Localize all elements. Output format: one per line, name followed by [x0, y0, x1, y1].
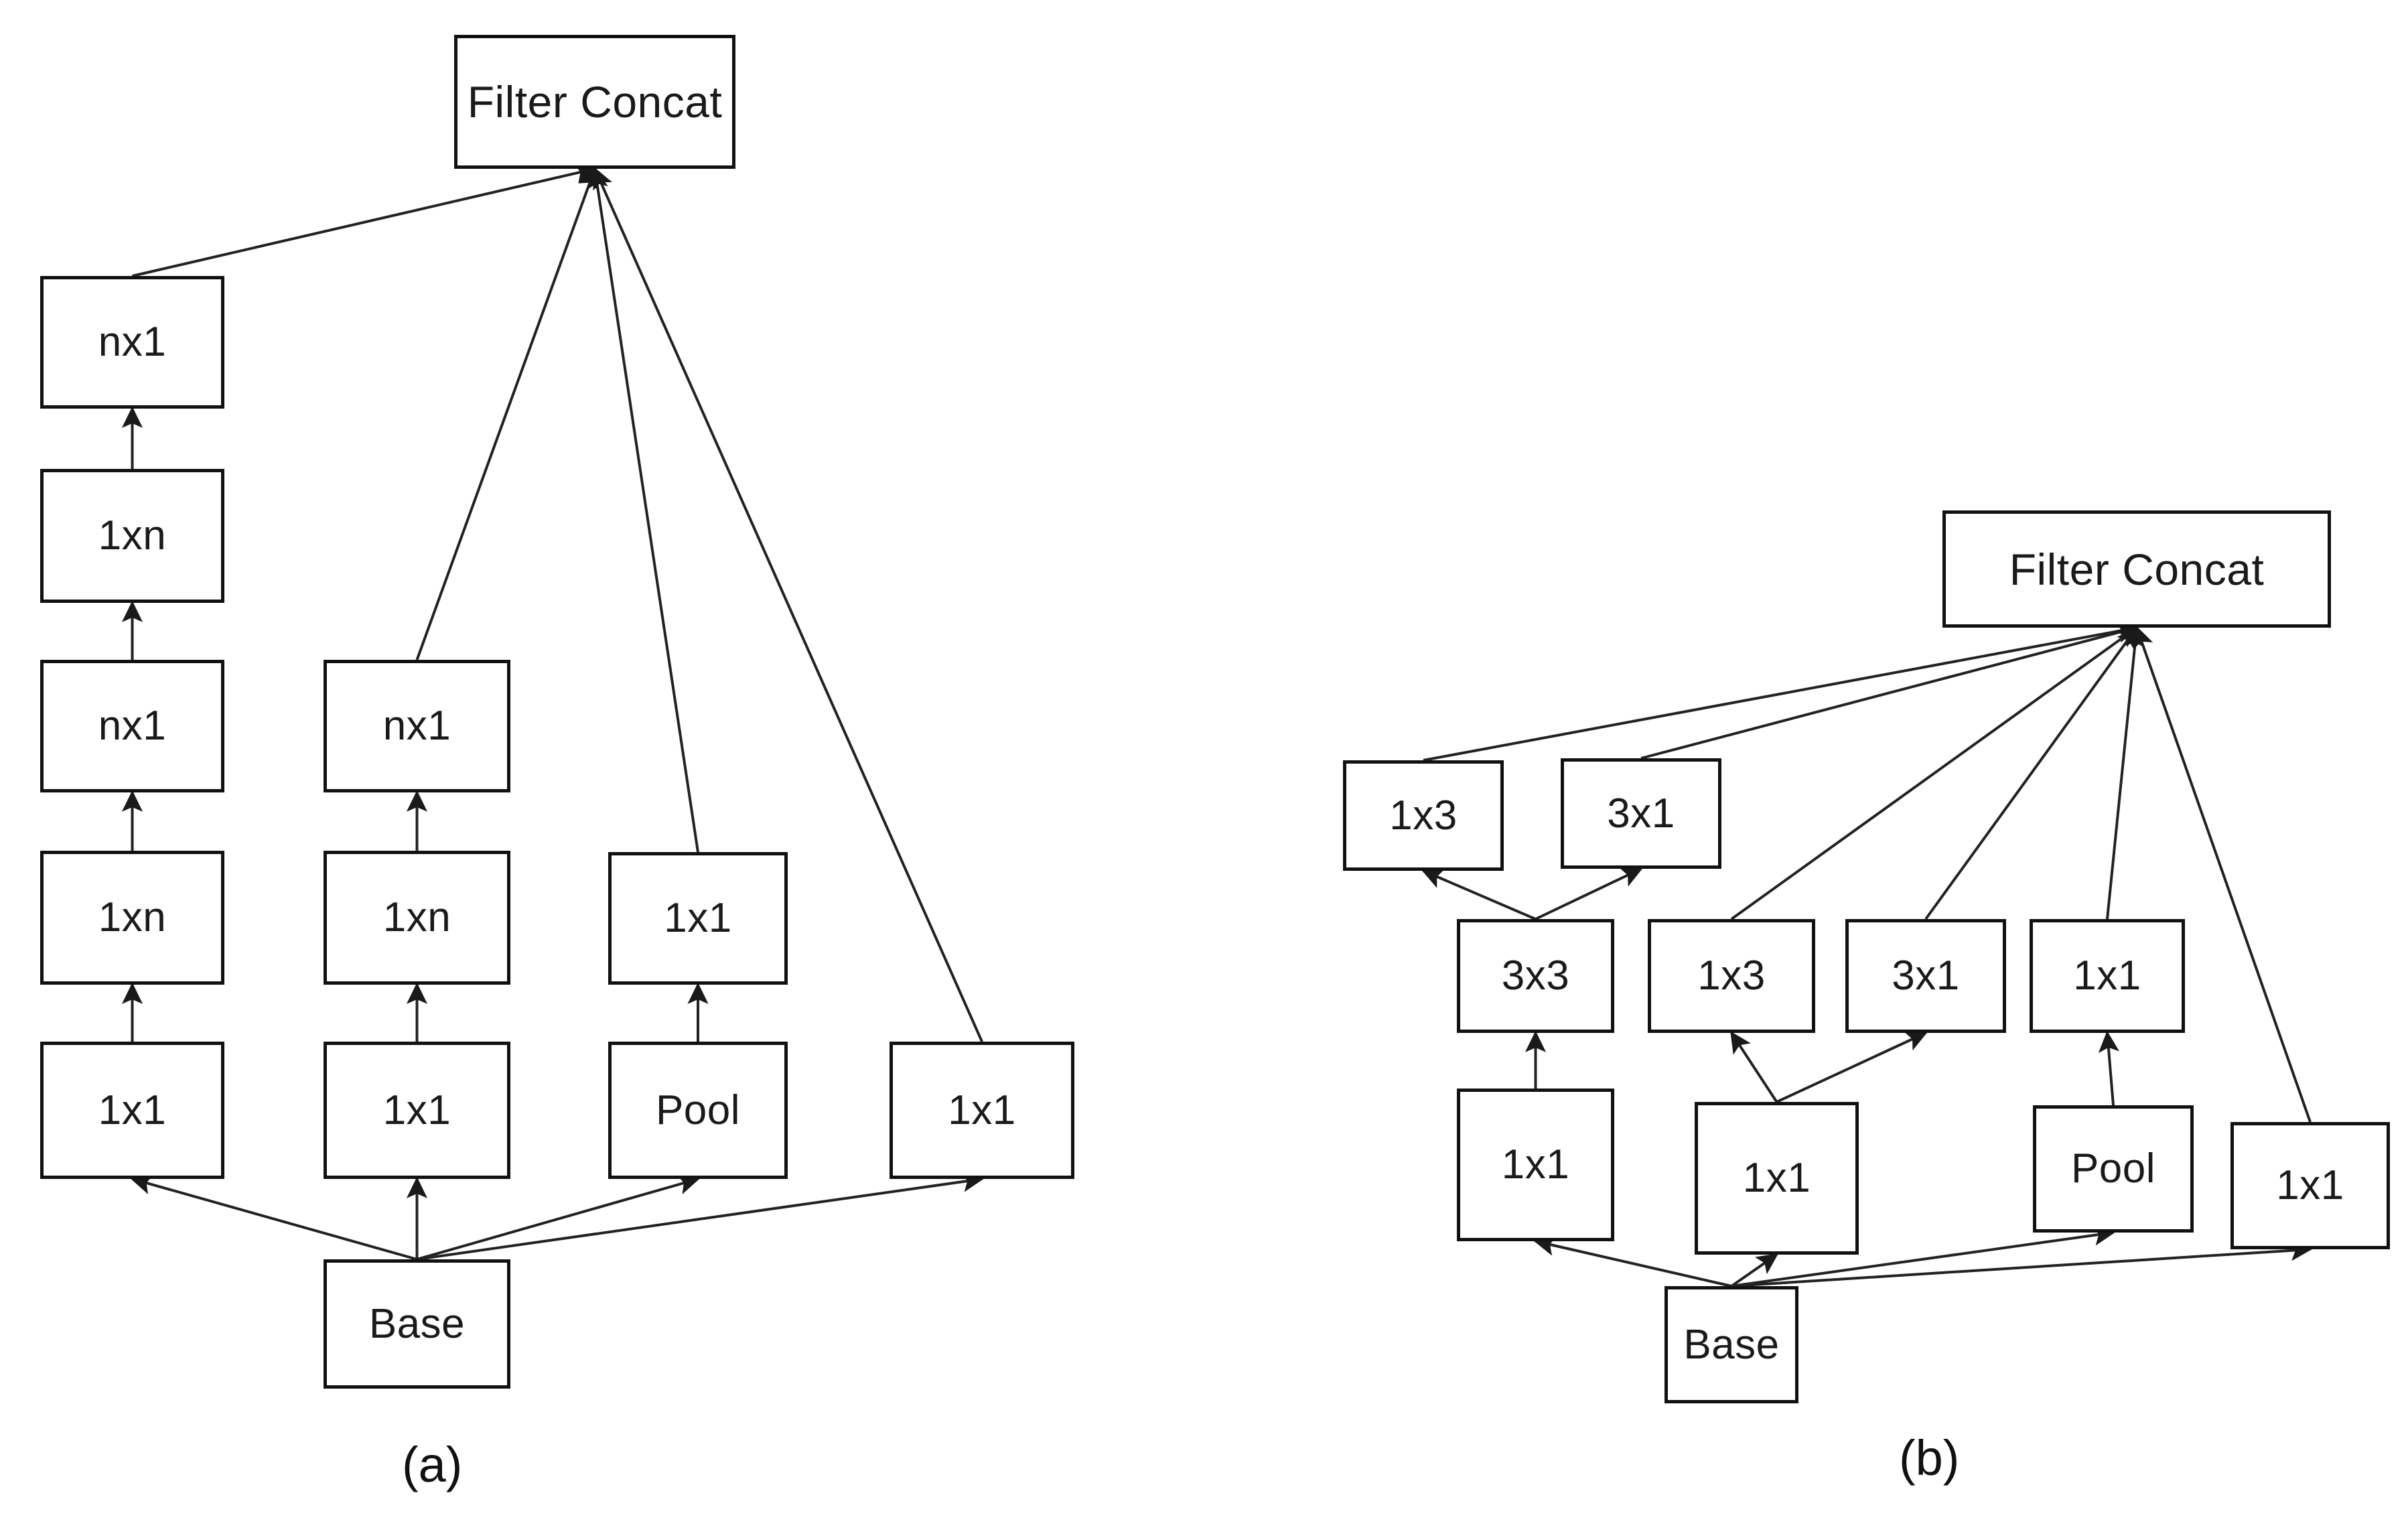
node-label: 1xn [98, 512, 167, 559]
node-b-3x3[interactable]: 3x3 [1457, 919, 1614, 1033]
node-a-nx1-top[interactable]: nx1 [40, 276, 224, 409]
node-label: 1x1 [382, 1087, 451, 1133]
node-label: 1x3 [1389, 792, 1458, 839]
node-label: 1xn [98, 894, 167, 940]
node-label: 1x1 [1742, 1155, 1811, 1201]
node-b-concat[interactable]: Filter Concat [1942, 510, 2331, 628]
edge-b-1x1-b-to-b-1x3-mid [1730, 1031, 1778, 1103]
node-a-nx1-mid[interactable]: nx1 [40, 660, 224, 792]
edge-a-nx1-top-to-a-concat [132, 163, 597, 277]
edge-b-1x1-b-to-b-3x1-mid [1776, 1031, 1928, 1103]
node-label: 1x1 [948, 1087, 1016, 1133]
edge-b-1x1-d-to-b-concat [2133, 625, 2312, 1123]
node-b-pool[interactable]: Pool [2033, 1105, 2194, 1233]
node-label: 3x1 [1607, 790, 1675, 837]
node-label: Base [368, 1300, 466, 1347]
node-label: Filter Concat [2009, 544, 2265, 594]
node-label: 1x1 [2276, 1162, 2344, 1208]
node-a-1x1-c2[interactable]: 1x1 [324, 1042, 510, 1179]
edge-a-base-to-a-1x1-c1 [130, 1174, 418, 1261]
node-a-1xn-lower[interactable]: 1xn [40, 851, 224, 985]
node-b-1x1-pool[interactable]: 1x1 [2030, 919, 2185, 1033]
node-a-1xn-c2[interactable]: 1xn [324, 851, 510, 985]
node-a-concat[interactable]: Filter Concat [454, 35, 735, 169]
node-label: nx1 [98, 703, 167, 749]
node-label: 3x3 [1501, 953, 1570, 999]
panel-caption-cap-b: (b) [1899, 1430, 1960, 1486]
node-label: Filter Concat [467, 77, 723, 127]
node-b-1x1-b[interactable]: 1x1 [1695, 1102, 1859, 1255]
node-label: 1x3 [1697, 953, 1766, 999]
edge-b-1x3-top-to-b-concat [1423, 620, 2139, 762]
node-a-base[interactable]: Base [324, 1259, 510, 1389]
node-a-nx1-c2[interactable]: nx1 [324, 660, 510, 792]
node-a-pool[interactable]: Pool [608, 1042, 788, 1179]
node-label: Base [1683, 1321, 1780, 1368]
panel-caption-cap-a: (a) [402, 1437, 463, 1492]
edge-b-3x3-to-b-3x1-top [1535, 867, 1643, 920]
edge-b-pool-to-b-1x1-pool [2098, 1030, 2119, 1106]
node-b-1x3-mid[interactable]: 1x3 [1648, 919, 1815, 1033]
edge-a-base-to-a-1x1-c4 [417, 1171, 985, 1261]
edge-b-3x1-mid-to-b-concat [1924, 626, 2138, 920]
node-label: 1xn [382, 894, 451, 940]
edge-a-nx1-c2-to-a-concat [415, 166, 598, 660]
node-label: Pool [655, 1087, 741, 1133]
node-label: 3x1 [1892, 953, 1960, 999]
node-a-1xn-upper[interactable]: 1xn [40, 469, 224, 603]
edge-b-1x1-pool-to-b-concat [2106, 625, 2145, 920]
node-a-1x1-c3[interactable]: 1x1 [608, 852, 788, 985]
node-b-1x1-d[interactable]: 1x1 [2230, 1122, 2390, 1249]
node-a-1x1-c1[interactable]: 1x1 [40, 1042, 224, 1179]
edge-b-base-to-b-1x1-b [1730, 1253, 1779, 1287]
node-label: 1x1 [98, 1087, 167, 1133]
node-label: 1x1 [664, 895, 732, 941]
node-b-3x1-top[interactable]: 3x1 [1561, 758, 1721, 869]
edge-b-3x1-top-to-b-concat [1640, 622, 2139, 760]
node-b-base[interactable]: Base [1665, 1286, 1798, 1403]
edge-b-3x3-to-b-1x3-top [1421, 869, 1537, 920]
node-label: 1x1 [2073, 953, 2141, 999]
node-b-1x1-a[interactable]: 1x1 [1457, 1089, 1614, 1241]
node-b-3x1-mid[interactable]: 3x1 [1845, 919, 2006, 1033]
node-label: 1x1 [1501, 1141, 1570, 1188]
node-label: nx1 [98, 319, 167, 365]
edge-a-1x1-c3-to-a-concat [587, 166, 699, 853]
node-label: Pool [2070, 1145, 2156, 1192]
node-b-1x3-top[interactable]: 1x3 [1343, 760, 1504, 871]
edge-b-base-to-b-1x1-d [1731, 1240, 2313, 1287]
edge-b-1x3-mid-to-b-concat [1730, 626, 2139, 920]
node-label: nx1 [382, 703, 451, 749]
edge-a-base-to-a-pool [416, 1174, 701, 1261]
node-a-1x1-c4[interactable]: 1x1 [890, 1042, 1074, 1179]
